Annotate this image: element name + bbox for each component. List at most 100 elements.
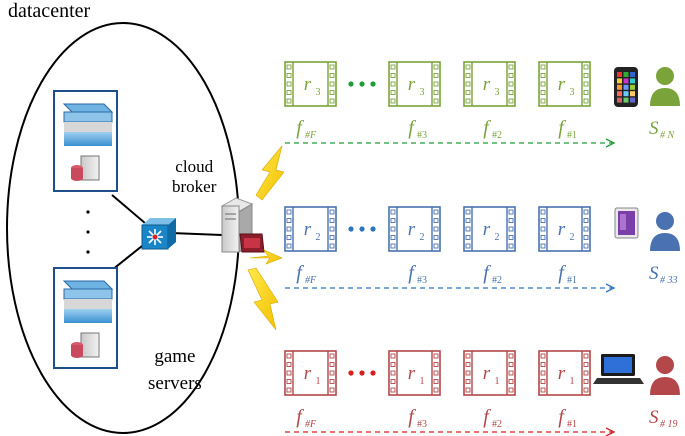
- more-frames-dot: [370, 81, 376, 87]
- cloud-broker-line1: cloud: [175, 157, 214, 176]
- frame-content-subscript: 2: [570, 232, 575, 243]
- more-frames-dot: [348, 81, 354, 87]
- frame-content-subscript: 3: [420, 87, 425, 98]
- frame-index-subscript: #1: [567, 419, 577, 430]
- frame-content-label: r: [304, 219, 312, 240]
- user-label: S: [649, 118, 659, 139]
- network-switch-icon: [141, 218, 176, 250]
- frame-content-label: r: [304, 363, 312, 384]
- more-frames-dot: [359, 81, 365, 87]
- frame-content-subscript: 3: [316, 87, 321, 98]
- game-servers-line2: servers: [148, 373, 202, 394]
- frame-index-subscript: #2: [492, 275, 502, 286]
- game-server-icon: [53, 90, 118, 192]
- frame-content-label: r: [483, 219, 491, 240]
- arrow-head: [605, 138, 616, 148]
- frame-content-subscript: 1: [570, 376, 575, 387]
- frame-index-label: f: [296, 117, 304, 139]
- cloud-broker-line2: broker: [172, 177, 217, 196]
- frame-content-label: r: [483, 363, 491, 384]
- frame-content-subscript: 3: [495, 87, 500, 98]
- more-frames-dot: [370, 226, 376, 232]
- frame-index-label: f: [408, 262, 416, 284]
- frame-content-subscript: 1: [495, 376, 500, 387]
- frame-content-subscript: 3: [570, 87, 575, 98]
- phone-icon: [614, 67, 638, 107]
- user-label-subscript: # 19: [660, 419, 678, 430]
- frame-content-subscript: 2: [316, 232, 321, 243]
- frame-content-label: r: [483, 74, 491, 95]
- frame-index-subscript: #2: [492, 130, 502, 141]
- user-label-subscript: # N: [660, 130, 676, 141]
- frame-content-subscript: 2: [495, 232, 500, 243]
- more-frames-dot: [348, 370, 354, 376]
- frame-index-subscript: #F: [305, 275, 317, 286]
- user-avatar-icon: [650, 356, 680, 395]
- game-servers-label: game servers: [148, 343, 202, 397]
- arrow-head: [605, 283, 616, 293]
- frame-index-label: f: [296, 406, 304, 428]
- frame-index-subscript: #2: [492, 419, 502, 430]
- datacenter-title: datacenter: [8, 0, 91, 22]
- frame-index-label: f: [558, 406, 566, 428]
- frame-content-subscript: 1: [420, 376, 425, 387]
- more-frames-dot: [359, 226, 365, 232]
- frame-content-label: r: [408, 219, 416, 240]
- frame-content-label: r: [558, 219, 566, 240]
- arrow-head: [605, 427, 616, 436]
- more-servers-dots: [86, 210, 90, 254]
- wireless-link-icons: [247, 145, 285, 331]
- frame-content-label: r: [408, 363, 416, 384]
- frame-content-label: r: [408, 74, 416, 95]
- frame-index-label: f: [558, 262, 566, 284]
- frame-index-subscript: #3: [417, 130, 427, 141]
- frame-index-subscript: #F: [305, 130, 317, 141]
- tablet-icon: [614, 207, 639, 239]
- user-label: S: [649, 407, 659, 428]
- user-label-subscript: # 33: [660, 275, 678, 286]
- game-servers-line1: game: [154, 346, 196, 367]
- frame-index-label: f: [483, 406, 491, 428]
- more-frames-dot: [370, 370, 376, 376]
- frame-content-label: r: [304, 74, 312, 95]
- frame-index-subscript: #F: [305, 419, 317, 430]
- frame-content-subscript: 1: [316, 376, 321, 387]
- frame-content-label: r: [558, 363, 566, 384]
- frame-index-subscript: #3: [417, 419, 427, 430]
- frame-index-subscript: #1: [567, 275, 577, 286]
- frame-index-label: f: [408, 406, 416, 428]
- laptop-icon: [593, 354, 644, 384]
- frame-index-label: f: [483, 117, 491, 139]
- user-label: S: [649, 263, 659, 284]
- frame-index-label: f: [483, 262, 491, 284]
- frame-content-label: r: [558, 74, 566, 95]
- datacenter-boundary: [6, 22, 240, 434]
- cloud-broker-label: cloud broker: [172, 157, 216, 197]
- more-frames-dot: [359, 370, 365, 376]
- frame-index-label: f: [296, 262, 304, 284]
- frame-index-label: f: [408, 117, 416, 139]
- frame-index-label: f: [558, 117, 566, 139]
- game-server-icon: [53, 267, 118, 369]
- user-avatar-icon: [650, 212, 680, 251]
- frame-content-subscript: 2: [420, 232, 425, 243]
- more-frames-dot: [348, 226, 354, 232]
- frame-index-subscript: #3: [417, 275, 427, 286]
- frame-index-subscript: #1: [567, 130, 577, 141]
